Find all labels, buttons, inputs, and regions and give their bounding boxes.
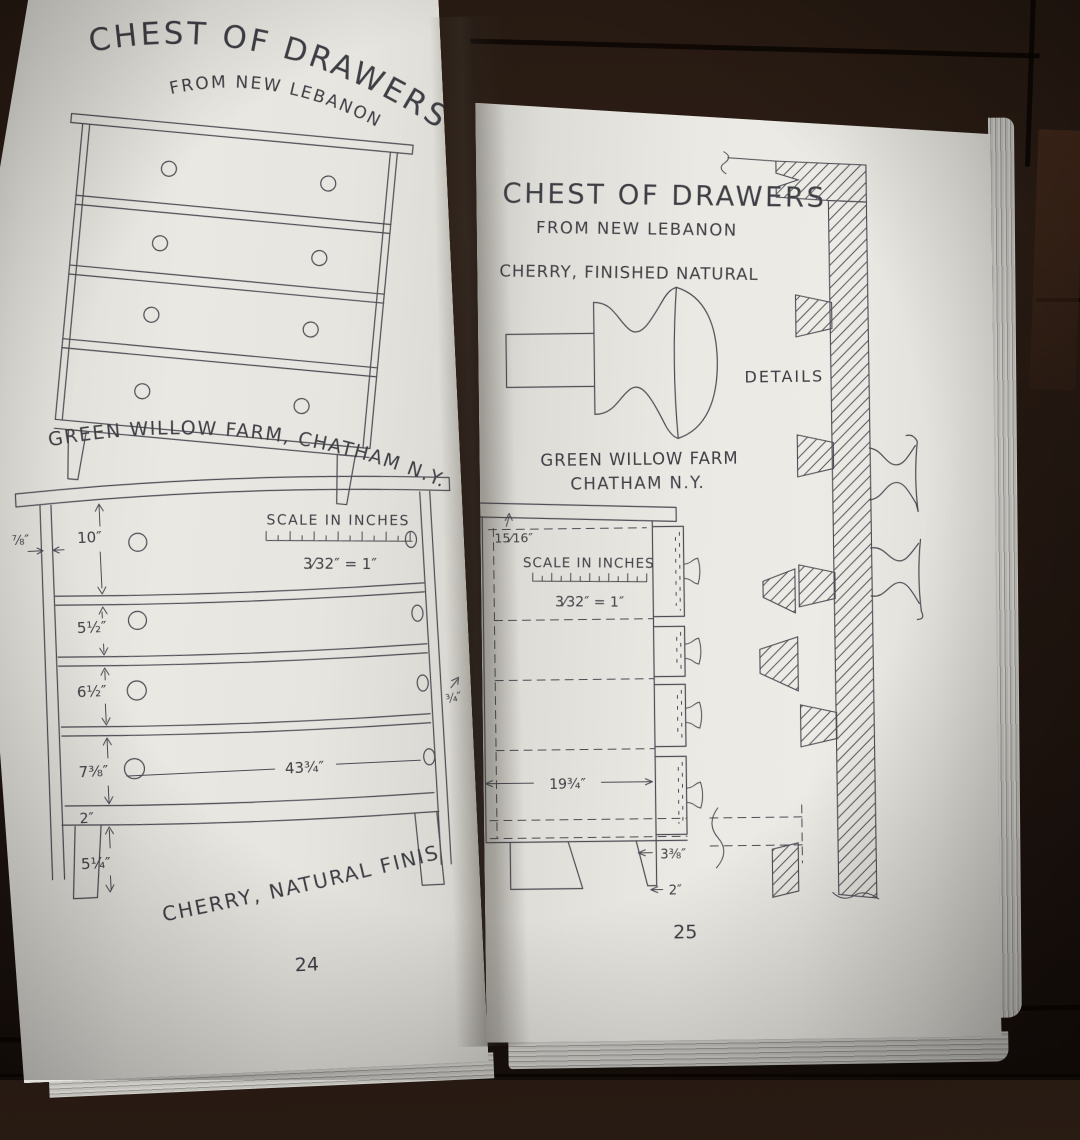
right-provenance-line1: GREEN WILLOW FARM bbox=[540, 449, 738, 470]
drawer-front-knobs bbox=[684, 558, 703, 808]
chest-sketch bbox=[38, 114, 413, 508]
dovetail-tail bbox=[797, 434, 834, 476]
section-bottom-links bbox=[710, 805, 803, 898]
dim-base-rail: 2″ bbox=[79, 811, 94, 828]
right-page-header: CHEST OF DRAWERS FROM NEW LEBANON CHERRY… bbox=[499, 177, 826, 285]
dim-base-rail-right: 2″ bbox=[669, 883, 682, 898]
left-page-number: 24 bbox=[294, 953, 319, 976]
dim-leg: 5¼″ bbox=[81, 854, 112, 873]
right-scale-label: SCALE IN INCHES bbox=[523, 555, 655, 572]
front-elevation-knobs bbox=[113, 520, 435, 779]
dim-front-lip: ¾″ bbox=[444, 689, 463, 706]
dim-drawer4: 7⅜″ bbox=[78, 762, 109, 781]
front-elevation: SCALE IN INCHES 3⁄32″ = 1″ 10″ 5½″ 6½″ 7… bbox=[9, 468, 472, 904]
side-board-section bbox=[828, 200, 877, 898]
dim-drawer3: 6½″ bbox=[77, 682, 108, 701]
break-squiggle-bottom bbox=[833, 892, 879, 900]
dovetail-tail bbox=[799, 564, 836, 606]
right-page-drawing: CHEST OF DRAWERS FROM NEW LEBANON CHERRY… bbox=[476, 147, 1002, 1043]
drawer-front-dovetail-ticks bbox=[675, 532, 683, 828]
break-squiggle-top bbox=[721, 151, 776, 174]
knob-detail-drawing bbox=[505, 287, 718, 441]
side-elevation: 15⁄16″ SCALE IN INCHES 3⁄32″ = 1″ 19¾″ 3… bbox=[476, 500, 704, 901]
top-board-section bbox=[776, 160, 867, 203]
dovetail-tail bbox=[795, 294, 832, 336]
left-page-drawing: CHEST OF DRAWERS FROM NEW LEBANON G bbox=[0, 0, 489, 1085]
right-provenance-line2: CHATHAM N.Y. bbox=[570, 473, 705, 494]
right-page-number: 25 bbox=[673, 921, 697, 943]
dim-width: 43¾″ bbox=[285, 758, 325, 778]
left-scale-note: SCALE IN INCHES 3⁄32″ = 1″ bbox=[266, 512, 412, 573]
book-page-right: CHEST OF DRAWERS FROM NEW LEBANON CHERRY… bbox=[475, 97, 1001, 1043]
dim-depth: 19¾″ bbox=[549, 777, 586, 793]
dovetail-pin-detail bbox=[763, 569, 796, 613]
dim-case-side: ⅞″ bbox=[12, 533, 30, 549]
right-scale-ruler bbox=[533, 573, 647, 582]
left-scale-ruler bbox=[266, 531, 412, 541]
right-scale-note: SCALE IN INCHES 3⁄32″ = 1″ bbox=[523, 555, 655, 611]
right-page-title: CHEST OF DRAWERS bbox=[502, 177, 826, 214]
book-page-left: CHEST OF DRAWERS FROM NEW LEBANON G bbox=[0, 0, 489, 1085]
dimension-chain: 10″ 5½″ 6½″ 7⅜″ 2″ 5¼″ ⅞″ 43¾″ ¾″ bbox=[10, 487, 471, 895]
right-page-subtitle: FROM NEW LEBANON bbox=[536, 218, 738, 240]
details-label: DETAILS bbox=[744, 367, 824, 387]
left-provenance-caption: GREEN WILLOW FARM, CHATHAM N.Y. bbox=[46, 404, 451, 511]
dim-drawer2: 5½″ bbox=[77, 618, 108, 637]
break-brace bbox=[712, 808, 724, 868]
left-provenance-text: GREEN WILLOW FARM, CHATHAM N.Y. bbox=[46, 404, 451, 511]
dovetail-pin-detail bbox=[760, 637, 799, 691]
dim-top-overhang: 15⁄16″ bbox=[494, 530, 533, 545]
dovetail-tail bbox=[801, 704, 838, 746]
cross-section-strip bbox=[702, 149, 926, 901]
right-finish-caption: CHERRY, FINISHED NATURAL bbox=[499, 261, 759, 284]
side-elevation-case bbox=[476, 500, 688, 890]
dovetail-pin-detail bbox=[772, 843, 799, 897]
dim-leg-setback: 3⅜″ bbox=[660, 847, 686, 862]
photo-of-open-plan-book: { "book": { "left_page": { "page_number"… bbox=[0, 0, 1080, 1098]
chest-sketch-knobs bbox=[134, 160, 336, 415]
front-elevation-case bbox=[15, 468, 468, 903]
desk-plank-seam bbox=[0, 1074, 1080, 1077]
knob-profile-details bbox=[869, 435, 923, 620]
right-scale-ratio: 3⁄32″ = 1″ bbox=[555, 594, 624, 610]
left-scale-label: SCALE IN INCHES bbox=[266, 512, 410, 529]
dimension-arrowheads bbox=[88, 504, 121, 892]
dim-drawer1: 10″ bbox=[77, 528, 103, 547]
side-elevation-hidden-lines bbox=[486, 526, 687, 838]
left-scale-ratio: 3⁄32″ = 1″ bbox=[303, 555, 377, 573]
